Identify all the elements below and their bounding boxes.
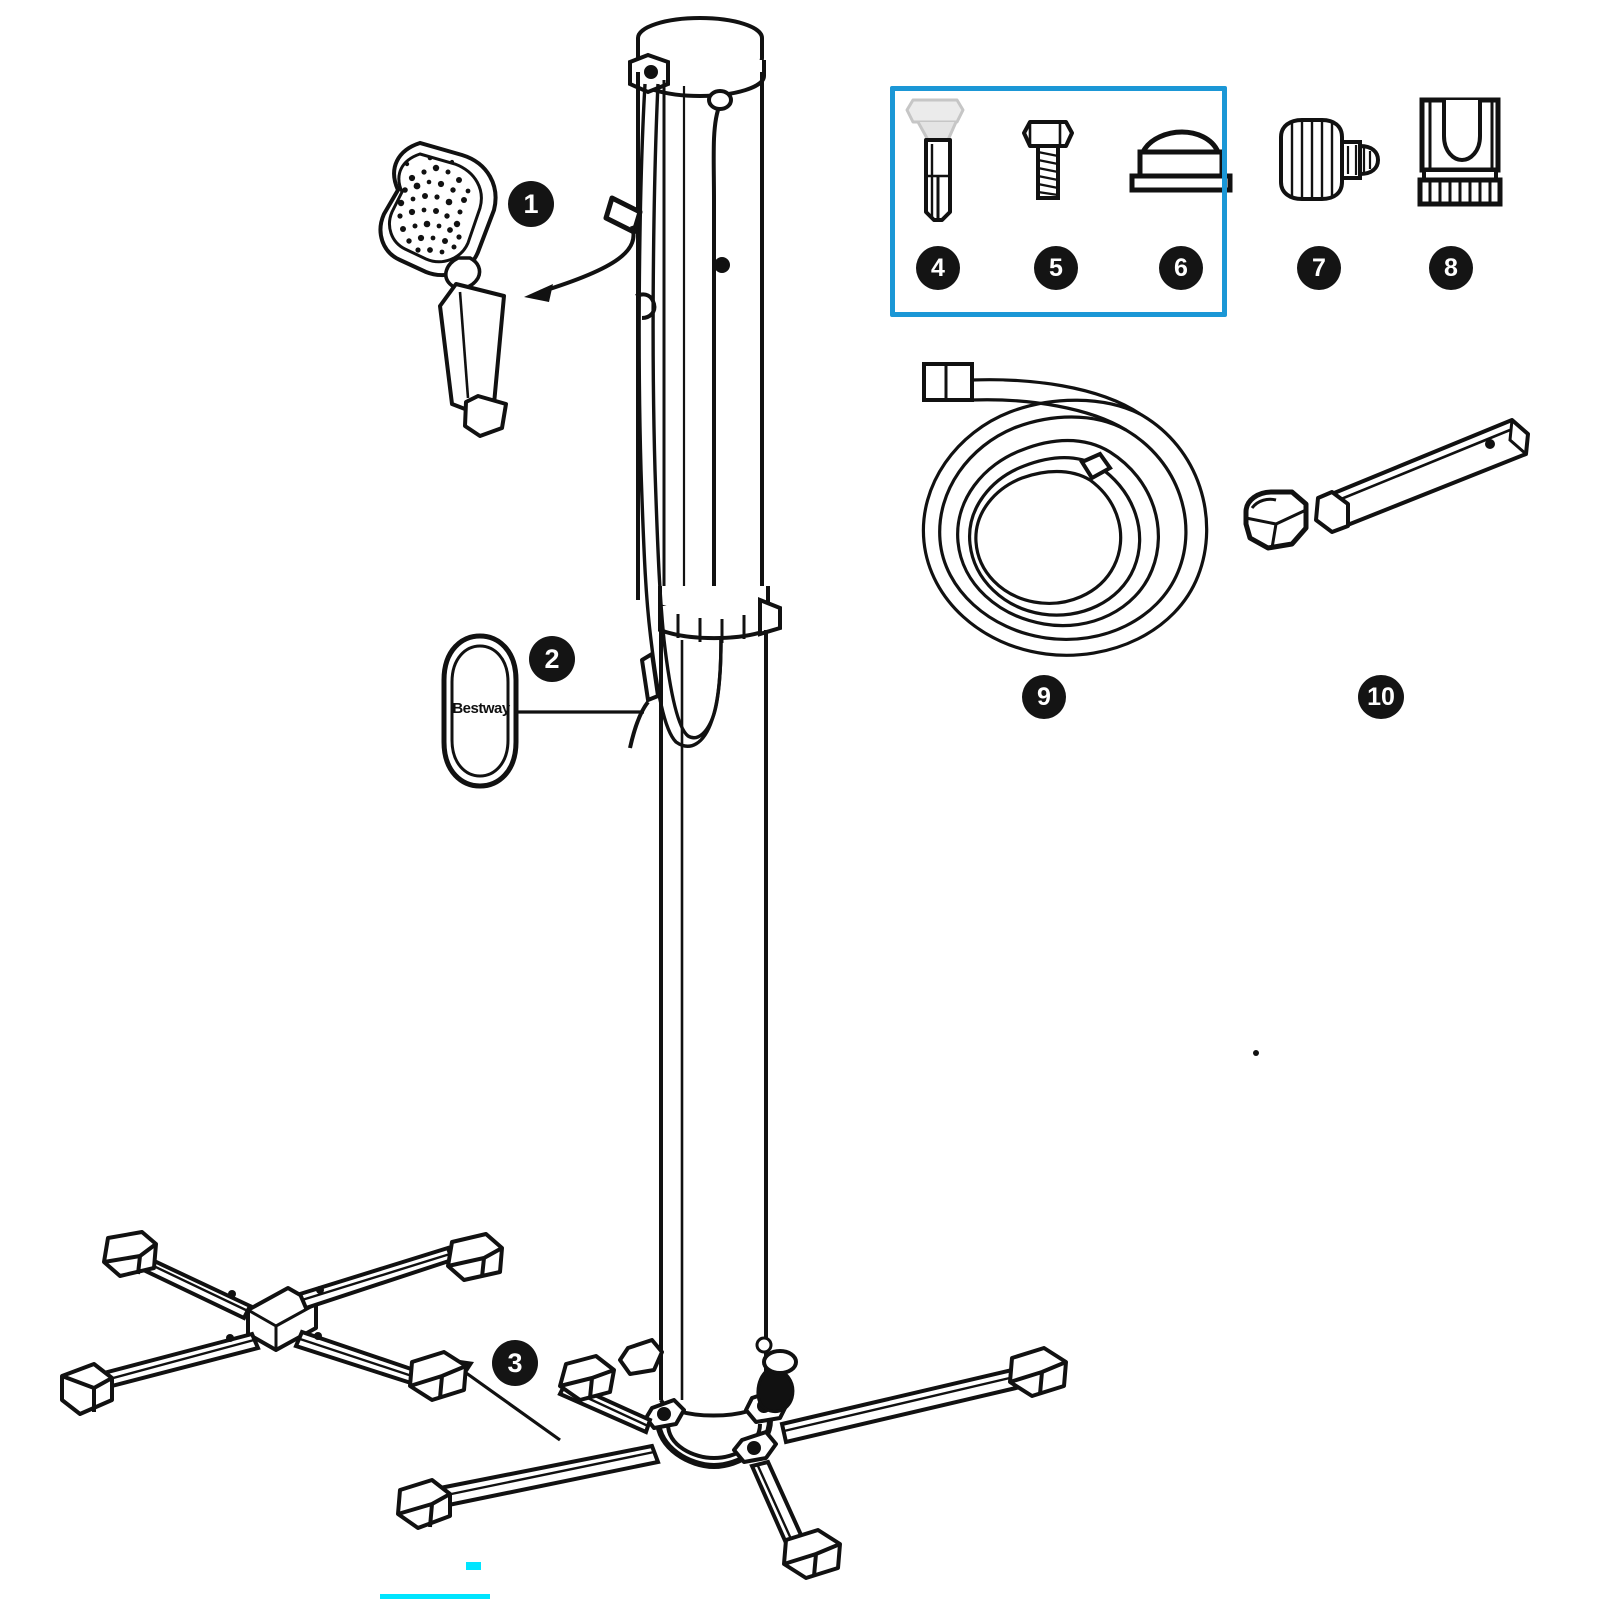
base-foot-cap (60, 1230, 504, 1416)
cyan-mark-small-artifact (466, 1562, 481, 1570)
callout-badge-4: 4 (916, 246, 960, 290)
callout-badge-7-label: 7 (1312, 253, 1326, 282)
callout-badge-4-label: 4 (931, 253, 945, 282)
callout-badge-5: 5 (1034, 246, 1078, 290)
handheld-shower-head (378, 140, 508, 438)
callout-badge-9-label: 9 (1037, 682, 1051, 711)
coiled-shower-hose (921, 362, 1209, 657)
brand-label-oval (441, 633, 519, 789)
callout-badge-7: 7 (1297, 246, 1341, 290)
cap-nut (1129, 129, 1233, 193)
callout-badge-5-label: 5 (1049, 253, 1063, 282)
callout-badge-8-label: 8 (1444, 253, 1458, 282)
callout-badge-2: 2 (529, 636, 575, 682)
hardware-kit-group-box (890, 86, 1227, 317)
quick-connect-coupler (1417, 97, 1503, 207)
shower-column (628, 16, 782, 1418)
callout-leader-1 (524, 195, 643, 302)
callout-badge-9: 9 (1022, 675, 1066, 719)
hose-tap-connector (1279, 118, 1381, 201)
hex-screw (1022, 120, 1074, 200)
stray-dot-artifact (1253, 1050, 1259, 1056)
long-bolt (905, 98, 965, 222)
shower-arm-bracket (1243, 418, 1530, 551)
callout-badge-3-label: 3 (507, 1347, 523, 1378)
brand-label-text: Bestway (452, 700, 510, 717)
attached-hose-run (635, 83, 723, 748)
cyan-mark-bar-artifact (380, 1594, 490, 1599)
callout-badge-2-label: 2 (544, 643, 560, 674)
callout-badge-1-label: 1 (523, 188, 539, 219)
cross-base-exploded (60, 1230, 504, 1416)
callout-badge-10-label: 10 (1367, 682, 1395, 711)
callout-badge-1: 1 (508, 181, 554, 227)
callout-badge-6: 6 (1159, 246, 1203, 290)
callout-badge-3: 3 (492, 1340, 538, 1386)
callout-badge-10: 10 (1358, 675, 1404, 719)
callout-badge-6-label: 6 (1174, 253, 1188, 282)
callout-badge-8: 8 (1429, 246, 1473, 290)
base-assembled-at-pole (396, 1338, 1068, 1580)
